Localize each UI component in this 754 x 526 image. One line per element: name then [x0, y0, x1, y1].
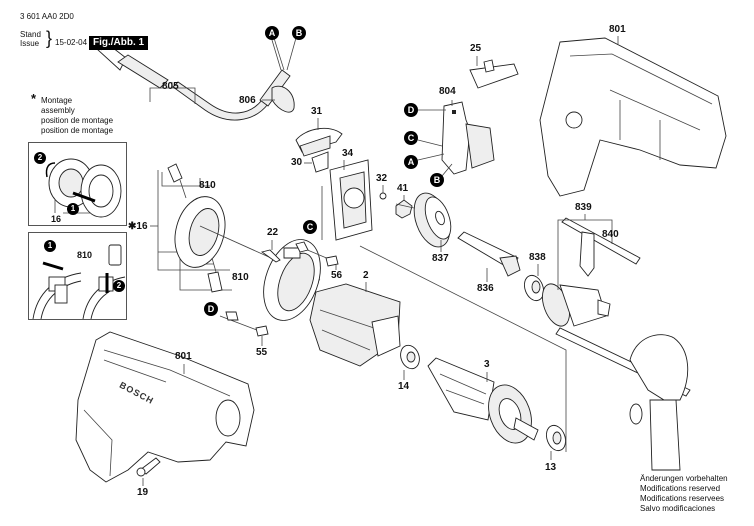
inset-1-drawing: [45, 158, 122, 218]
label-14: 14: [398, 381, 410, 392]
figure-label: Fig./Abb. 1: [89, 36, 149, 50]
label-3: 3: [484, 359, 490, 370]
label-836: 836: [477, 283, 494, 294]
modifications-note: Änderungen vorbehalten Modifications res…: [640, 474, 728, 514]
note-line: position de montage: [41, 126, 114, 135]
label-22: 22: [267, 227, 279, 238]
brace: }: [46, 28, 53, 48]
label-16-inset: 16: [51, 214, 62, 224]
slider-25: [470, 64, 518, 88]
label-801-bottom: 801: [175, 351, 192, 362]
connector-badge-a: A: [404, 155, 418, 169]
brush-holder-assembly-16: [150, 164, 232, 292]
label-806: 806: [239, 95, 256, 106]
step-1-badge: 1: [67, 203, 79, 215]
auxiliary-handle: [556, 328, 690, 470]
part-number: 3 601 AA0 2D0: [20, 12, 74, 21]
note-line: position de montage: [41, 116, 114, 125]
spindle-836: [458, 232, 520, 276]
label-838: 838: [529, 252, 546, 263]
stator-2: [310, 284, 400, 366]
note-line: Modifications reserved: [640, 484, 721, 493]
label-804: 804: [439, 86, 456, 97]
switch-804: [442, 102, 494, 174]
label-810-top: 810: [199, 180, 216, 191]
step-1-badge: 1: [44, 240, 56, 252]
note-line: Änderungen vorbehalten: [640, 474, 728, 483]
inset-assembly-step-1: 2 1 16: [28, 142, 127, 226]
label-31: 31: [311, 106, 323, 117]
alignment-line: [360, 246, 566, 452]
note-line: Montage: [41, 96, 73, 105]
label-805: 805: [162, 81, 179, 92]
connector-badge-d: D: [404, 103, 418, 117]
nut-41: [396, 200, 412, 218]
asterisk-symbol: *: [31, 91, 37, 106]
label-30: 30: [291, 157, 303, 168]
bracket-805: [150, 88, 195, 104]
clip-30: [312, 152, 328, 172]
cable-806: [260, 38, 296, 112]
label-810-inset: 810: [77, 250, 93, 260]
switch-cover-31: [296, 128, 342, 156]
connector-badge-c: C: [404, 131, 418, 145]
label-840: 840: [602, 229, 619, 240]
housing-801-top: [540, 38, 726, 196]
label-810-bottom: 810: [232, 272, 249, 283]
armature-3: [428, 358, 539, 449]
label-25: 25: [470, 43, 482, 54]
power-cord-805: [90, 38, 268, 120]
label-13: 13: [545, 462, 557, 473]
label-32: 32: [376, 173, 388, 184]
label-801-top: 801: [609, 24, 626, 35]
screw-22: [262, 250, 280, 262]
note-line: assembly: [41, 106, 75, 115]
connector-badge-d: D: [204, 302, 218, 316]
note-line: Salvo modificaciones: [640, 504, 716, 513]
lead-55: [220, 316, 262, 332]
chuck-839: [537, 280, 610, 330]
chuck-key-840: [562, 218, 640, 276]
label-41: 41: [397, 183, 409, 194]
step-2-badge: 2: [34, 152, 46, 164]
bearing-838: [521, 273, 547, 304]
issue-date: 15-02-04: [55, 38, 88, 47]
note-line: Modifications reservees: [640, 494, 725, 503]
inset-assembly-step-2: 1 2 810: [28, 232, 127, 320]
label-16-assembly: ✱16: [128, 221, 148, 232]
plate-34: [330, 160, 372, 240]
label-837: 837: [432, 253, 449, 264]
ring-32: [380, 193, 386, 199]
bearing-13: [543, 423, 569, 454]
connector-badge-c: C: [303, 220, 317, 234]
stand-label: Stand: [20, 30, 41, 39]
connector-badge-a: A: [265, 26, 279, 40]
label-2: 2: [363, 270, 369, 281]
housing-801-bottom: [76, 332, 254, 482]
label-19: 19: [137, 487, 149, 498]
connector-badge-b: B: [292, 26, 306, 40]
gear-837: [407, 188, 456, 252]
connector-badge-b: B: [430, 173, 444, 187]
assembly-note: Montage assembly position de montage pos…: [41, 96, 113, 136]
bearing-14: [397, 343, 422, 372]
label-839: 839: [575, 202, 592, 213]
issue-label: Issue: [20, 39, 40, 48]
label-34: 34: [342, 148, 354, 159]
step-2-badge: 2: [113, 280, 125, 292]
label-55: 55: [256, 347, 268, 358]
label-56: 56: [331, 270, 343, 281]
